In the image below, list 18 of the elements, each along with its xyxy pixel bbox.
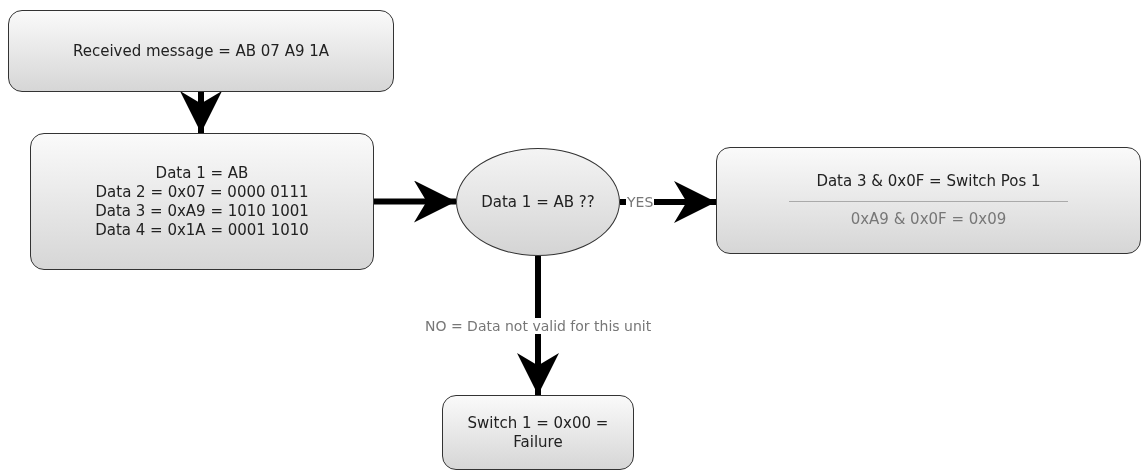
process-box <box>716 147 1141 254</box>
process-box <box>8 10 394 92</box>
process-box <box>30 133 374 270</box>
node-text: Data 4 = 0x1A = 0001 1010 <box>95 220 309 240</box>
node-text: Data 1 = AB <box>155 163 249 183</box>
node-text: Received message = AB 07 A9 1A <box>72 41 330 61</box>
node-text: Data 3 = 0xA9 = 1010 1001 <box>95 201 309 221</box>
node-text: Data 1 = AB ?? <box>481 192 595 212</box>
node-text: 0xA9 & 0x0F = 0x09 <box>850 210 1007 229</box>
arrow <box>517 256 559 395</box>
arrow <box>374 180 456 223</box>
edge-label: YES <box>626 194 655 210</box>
process-box <box>442 395 634 470</box>
node-text: Switch 1 = 0x00 = Failure <box>466 413 610 452</box>
arrow <box>180 91 222 133</box>
edge-label: NO = Data not valid for this unit <box>424 317 653 334</box>
node-text: Data 3 & 0x0F = Switch Pos 1 <box>816 172 1041 191</box>
node-text: Data 2 = 0x07 = 0000 0111 <box>95 182 309 202</box>
